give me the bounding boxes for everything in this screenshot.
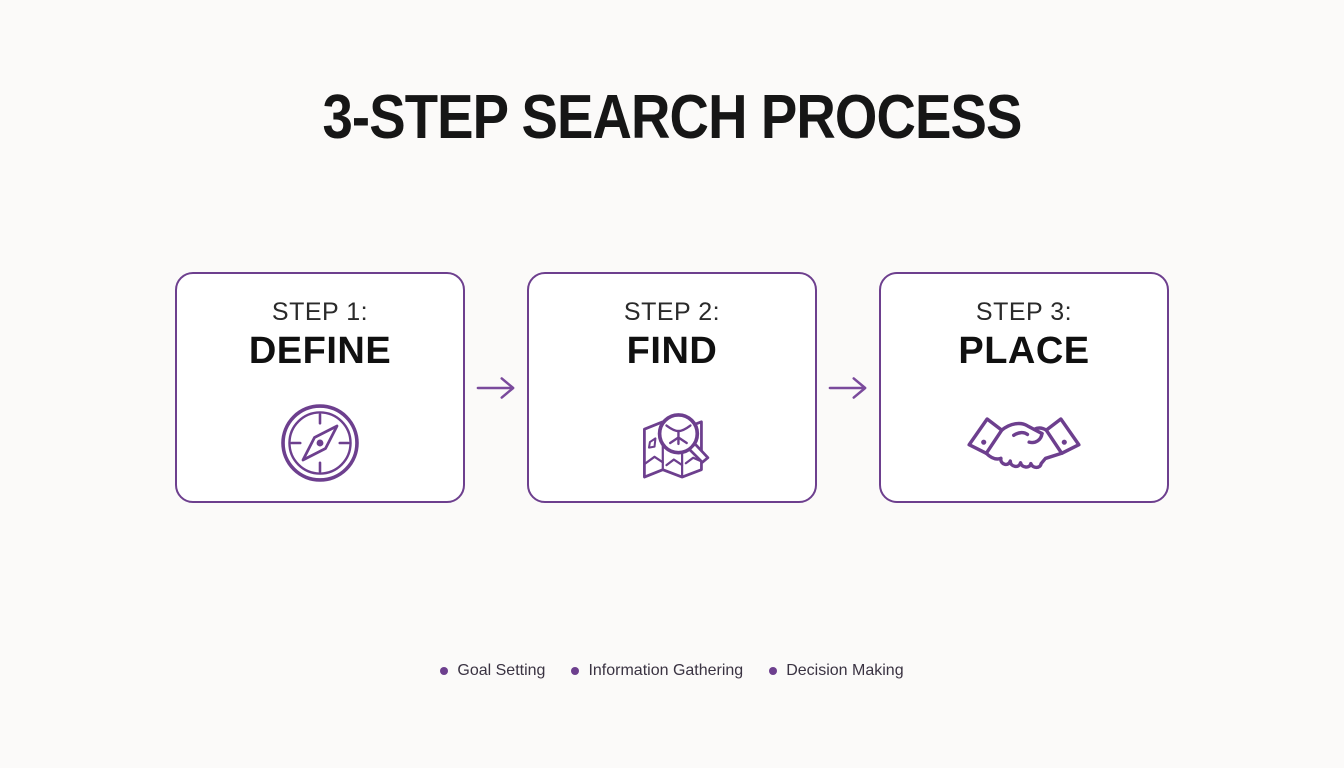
legend-bullet-icon [571, 667, 580, 675]
legend-label: Information Gathering [588, 662, 744, 679]
legend-item-information-gathering: Information Gathering [571, 662, 743, 680]
right-arrow-icon [817, 272, 879, 503]
legend-bullet-icon [440, 667, 449, 675]
legend-bullet-icon [769, 667, 778, 675]
compass-icon [277, 385, 363, 501]
steps-row: STEP 1: DEFINE [0, 272, 1344, 503]
step-label: STEP 3: [975, 298, 1073, 326]
page-title: 3-STEP SEARCH PROCESS [322, 83, 1022, 152]
step-label: STEP 1: [271, 298, 369, 326]
legend-label: Decision Making [786, 662, 904, 679]
step-card-place: STEP 3: PLACE [879, 272, 1169, 503]
step-name: FIND [626, 330, 718, 372]
legend: Goal Setting Information Gathering Decis… [0, 662, 1344, 680]
step-card-define: STEP 1: DEFINE [175, 272, 465, 503]
legend-item-goal-setting: Goal Setting [440, 662, 545, 680]
handshake-icon [964, 385, 1084, 501]
map-magnifier-icon [625, 385, 719, 501]
step-name: PLACE [958, 330, 1090, 372]
step-label: STEP 2: [623, 298, 721, 326]
legend-item-decision-making: Decision Making [769, 662, 904, 680]
right-arrow-icon [465, 272, 527, 503]
legend-label: Goal Setting [457, 662, 546, 679]
step-name: DEFINE [248, 330, 392, 372]
step-card-find: STEP 2: FIND [527, 272, 817, 503]
